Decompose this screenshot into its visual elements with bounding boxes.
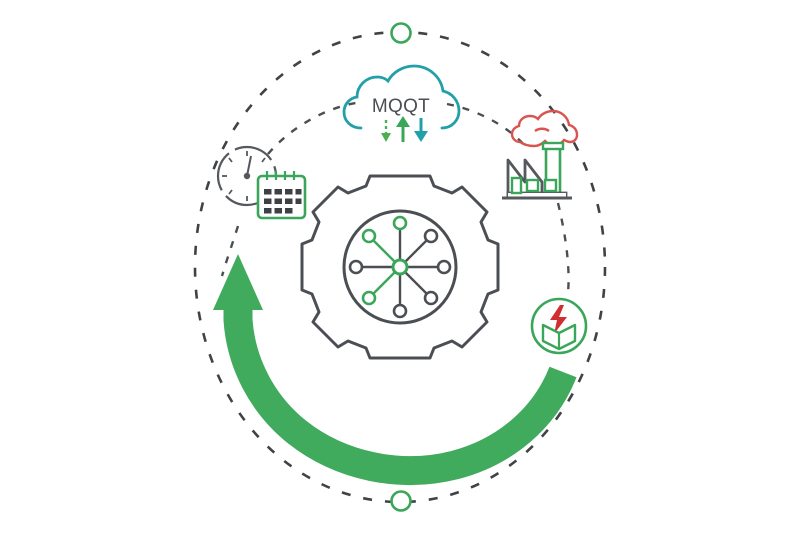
clock-center	[243, 172, 251, 180]
mqtt-label: MQQT	[372, 96, 430, 117]
factory-windows	[510, 176, 558, 195]
cloud-icon	[342, 64, 461, 130]
energy-bolt-icon	[530, 297, 588, 355]
hub-nodes	[348, 215, 452, 319]
uplink-arrow	[396, 116, 410, 142]
ring-marker-bottom	[390, 490, 412, 512]
gear-network-icon	[300, 174, 500, 360]
calendar-grid	[264, 189, 302, 214]
factory-icon	[502, 109, 579, 200]
clock-calendar-icon	[216, 145, 307, 220]
downlink-dashed-arrow	[381, 120, 391, 142]
calendar-rings	[265, 171, 296, 180]
ring-marker-top	[390, 22, 412, 44]
clock-hand	[246, 155, 252, 177]
hub-center-node	[391, 258, 409, 276]
green-cycle-arrow	[213, 254, 577, 486]
calendar-body	[256, 174, 307, 220]
arc-clock-to-cloud	[267, 101, 357, 155]
arc-factory-to-energy	[556, 202, 570, 293]
downlink-arrow	[414, 118, 428, 142]
factory-smoke	[510, 109, 579, 148]
factory-chimney-cap	[541, 141, 565, 151]
lightning-bolt	[550, 305, 567, 334]
arc-energy-to-clock	[220, 225, 240, 277]
